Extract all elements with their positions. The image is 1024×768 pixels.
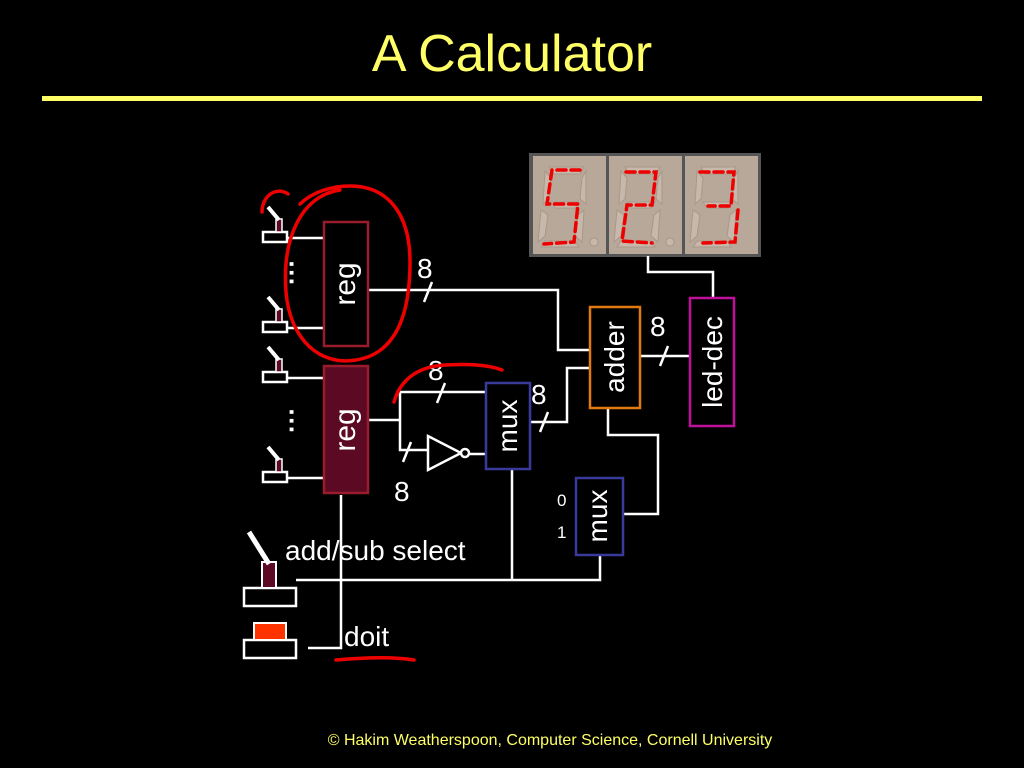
bus-width-label: 8 [531,379,547,410]
footer-credit: © Hakim Weatherspoon, Computer Science, … [327,732,773,749]
reg-bottom-label: reg [329,408,362,451]
adder-label: adder [599,321,630,393]
bus-width-label: 8 [417,253,433,284]
mux-input-0-label: 0 [557,491,566,510]
toggle-switch-icon[interactable] [261,295,289,334]
reg-top: reg [322,220,370,348]
mux-input-annotation [392,362,504,404]
led-dec-label: led-dec [697,316,728,408]
toggle-switch-icon[interactable] [261,345,289,384]
toggle-switch-icon[interactable] [261,445,289,484]
mux-bottom-label: mux [582,490,613,543]
title-underline [42,96,982,101]
seven-segment-display [529,153,761,257]
doit-underline-annotation [334,655,416,662]
bus-width-label: 8 [428,355,444,386]
switch-ellipsis-bottom: ··· [276,407,306,433]
mux-input-1-label: 1 [557,523,566,542]
mux-top-label: mux [492,400,523,453]
wires [287,236,715,650]
adder: adder [588,305,642,410]
add-sub-select-label: add/sub select [285,535,466,566]
doit-button-icon[interactable] [242,622,298,660]
bus-width-label: 8 [394,476,410,507]
handwritten-annotations [260,184,504,662]
inverter-gate [426,433,471,473]
reg-circle-annotation [283,184,412,363]
led-decoder: led-dec [688,296,736,428]
toggle-switch-icon[interactable] [261,205,289,244]
mux-top: mux [484,381,532,471]
bus-width-label: 8 [650,311,666,342]
switch-arc-annotation [260,189,290,214]
reg-bottom: reg [322,364,370,495]
add-sub-switch-icon[interactable] [242,530,298,608]
reg-top-label: reg [329,262,362,305]
display-annotation-marks [542,168,740,246]
switch-ellipsis-top: ··· [276,259,306,285]
bus-width-ticks [401,281,670,463]
doit-label: doit [344,621,389,652]
mux-bottom: mux 0 1 [557,476,625,557]
slide-title: A Calculator [371,25,653,83]
